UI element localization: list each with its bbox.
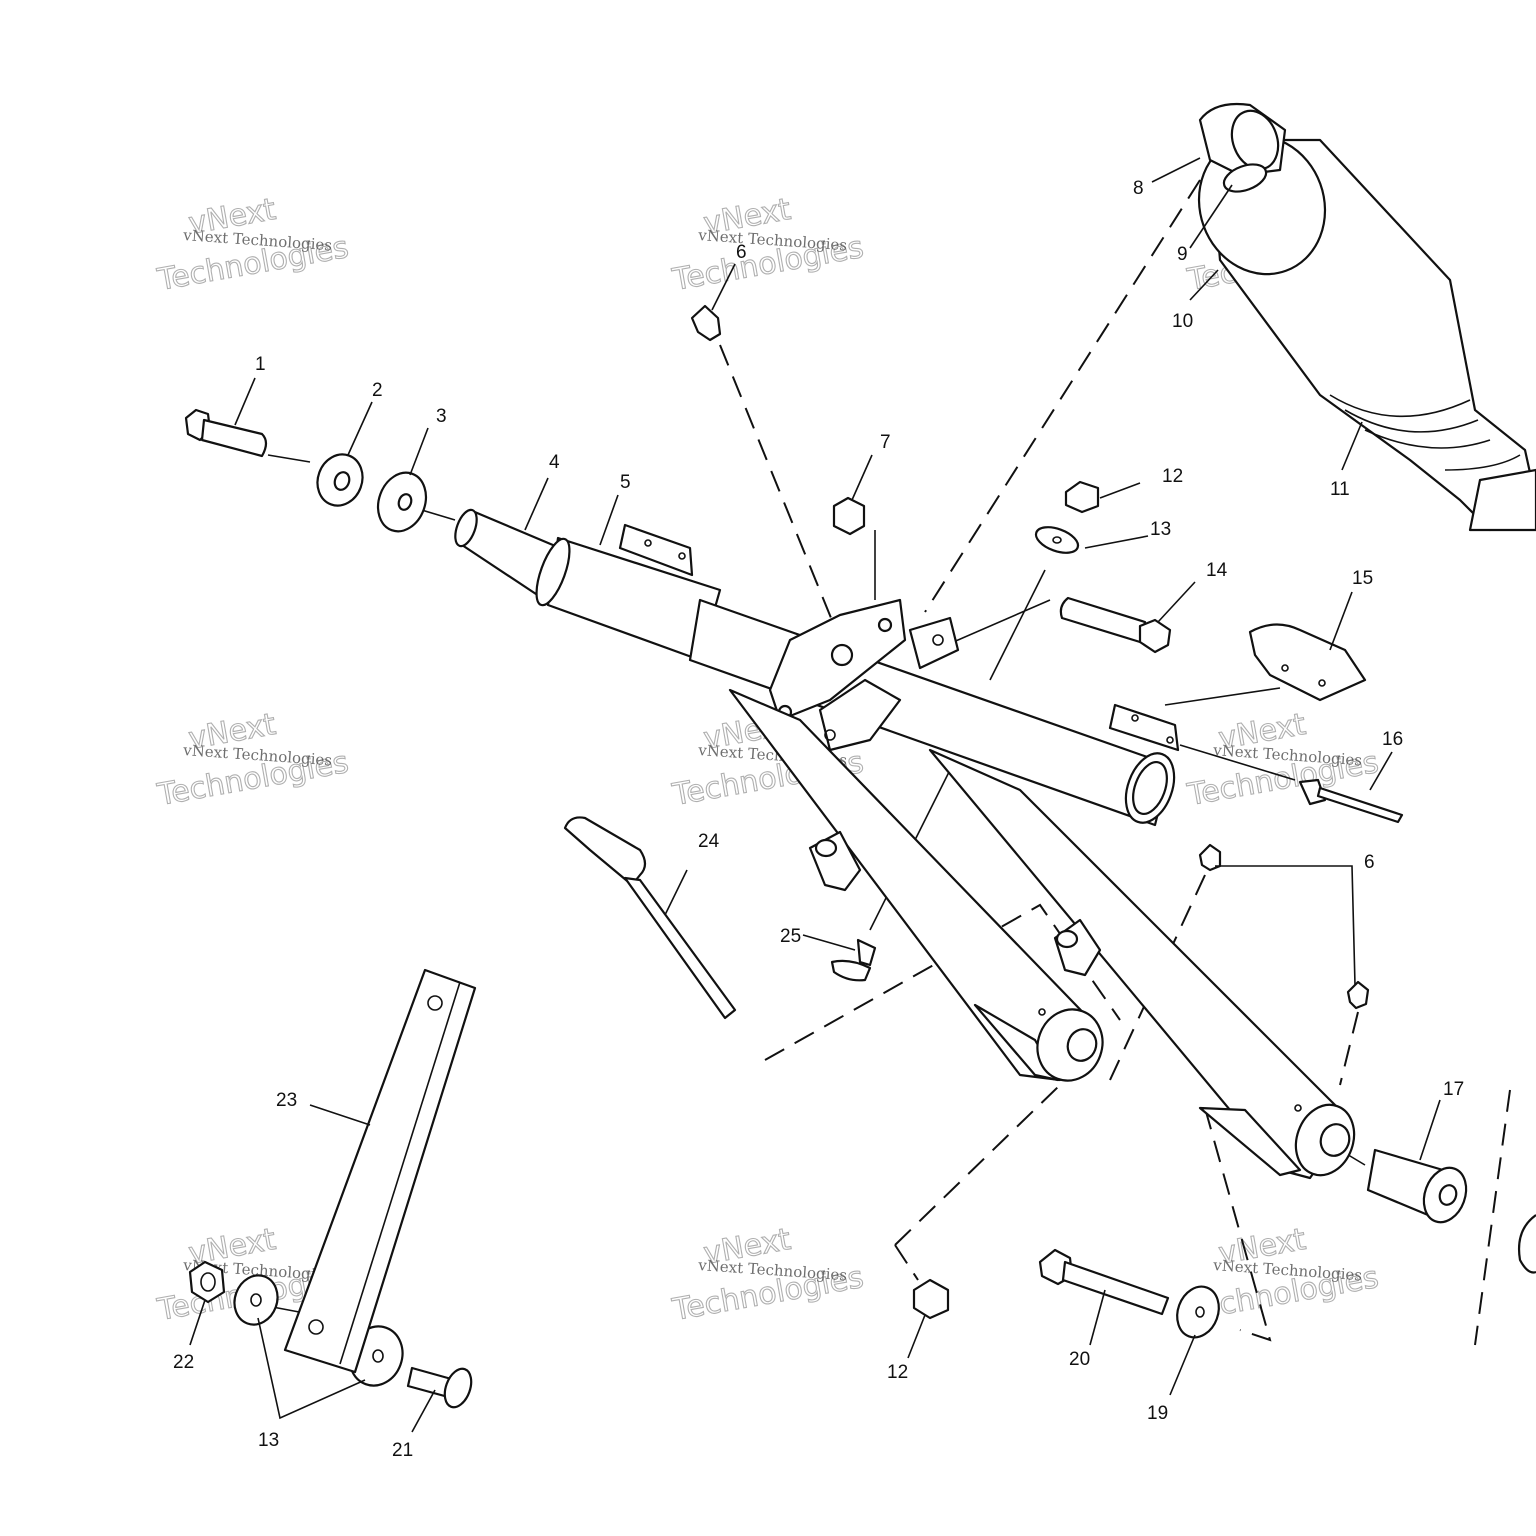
rear-arm-frame	[688, 598, 1356, 1180]
callout-19: 19	[1147, 1403, 1168, 1424]
callout-14: 14	[1206, 560, 1228, 581]
part-6-grease-fitting	[690, 304, 722, 342]
part-13-washer	[233, 1274, 279, 1326]
callout-7: 7	[880, 432, 891, 453]
callout-13: 13	[1150, 519, 1171, 540]
part-7-nut	[832, 496, 866, 536]
part-17-bushing	[1366, 1148, 1468, 1224]
part-5-tube	[535, 523, 722, 662]
callout-9: 9	[1177, 244, 1188, 265]
callout-15: 15	[1352, 568, 1373, 589]
callout-21: 21	[392, 1440, 413, 1461]
part-22-nut	[188, 1260, 226, 1304]
callout-12: 12	[887, 1362, 908, 1383]
callout-13: 13	[258, 1430, 279, 1451]
part-15-bracket	[1248, 623, 1367, 702]
callout-23: 23	[276, 1090, 297, 1111]
part-20-bolt	[1038, 1248, 1170, 1316]
part-14-bolt	[1059, 596, 1172, 654]
leader-lines	[189, 157, 1441, 1433]
callout-4: 4	[549, 452, 560, 473]
part-9-spacer	[1222, 163, 1268, 193]
callout-16: 16	[1382, 729, 1403, 750]
callout-12: 12	[1162, 466, 1183, 487]
callout-3: 3	[436, 406, 447, 427]
part-6-grease-fitting	[1346, 980, 1370, 1010]
callout-6: 6	[736, 242, 747, 263]
callout-5: 5	[620, 472, 631, 493]
edge-ring-fragment	[1518, 1214, 1536, 1274]
callout-17: 17	[1443, 1079, 1464, 1100]
part-12-nut	[912, 1278, 950, 1320]
part-2-washer	[316, 453, 364, 507]
callout-22: 22	[173, 1352, 194, 1373]
part-13-washer	[1034, 526, 1080, 554]
callout-6: 6	[1364, 852, 1375, 873]
part-1-bolt	[184, 408, 268, 458]
callout-24: 24	[698, 831, 720, 852]
part-16-pin	[1298, 778, 1404, 824]
callout-10: 10	[1172, 311, 1193, 332]
part-8-shock-eye	[1198, 102, 1287, 177]
part-21-pin	[406, 1366, 473, 1409]
callout-8: 8	[1133, 178, 1144, 199]
part-24-hook-pin	[563, 816, 737, 1020]
callout-2: 2	[372, 380, 383, 401]
assembly-dash-lines	[261, 179, 1511, 1346]
callout-25: 25	[780, 926, 801, 947]
part-12-nut	[1064, 480, 1100, 514]
callout-11: 11	[1330, 479, 1350, 500]
part-3-washer	[376, 471, 428, 533]
part-23-link-strap	[283, 968, 477, 1374]
callout-1: 1	[255, 354, 266, 375]
part-25-bolt	[830, 938, 877, 982]
callout-labels: 1 2 3 4 5 6 6 7 8 9 10 11 12 12 13 13 14…	[173, 178, 1464, 1461]
part-19-washer	[1176, 1285, 1220, 1339]
callout-20: 20	[1069, 1349, 1090, 1370]
